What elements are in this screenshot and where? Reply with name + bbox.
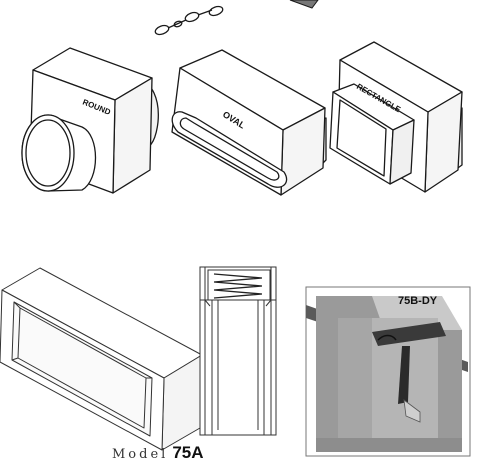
round-duct-box (21, 47, 159, 194)
model-75b-dy-photo (305, 286, 471, 457)
model-code: 75A (172, 443, 204, 462)
model-word: Model (112, 447, 169, 462)
damper-side-elevation (199, 266, 277, 436)
oval-duct-box (171, 49, 327, 196)
damper-frame-75a (0, 267, 203, 451)
partial-box-top (289, 0, 319, 9)
spring-icon (213, 273, 263, 299)
chain-link-hardware (154, 5, 224, 36)
rectangle-duct-box (329, 41, 463, 193)
model-75b-dy-label: 75B-DY (398, 295, 438, 307)
